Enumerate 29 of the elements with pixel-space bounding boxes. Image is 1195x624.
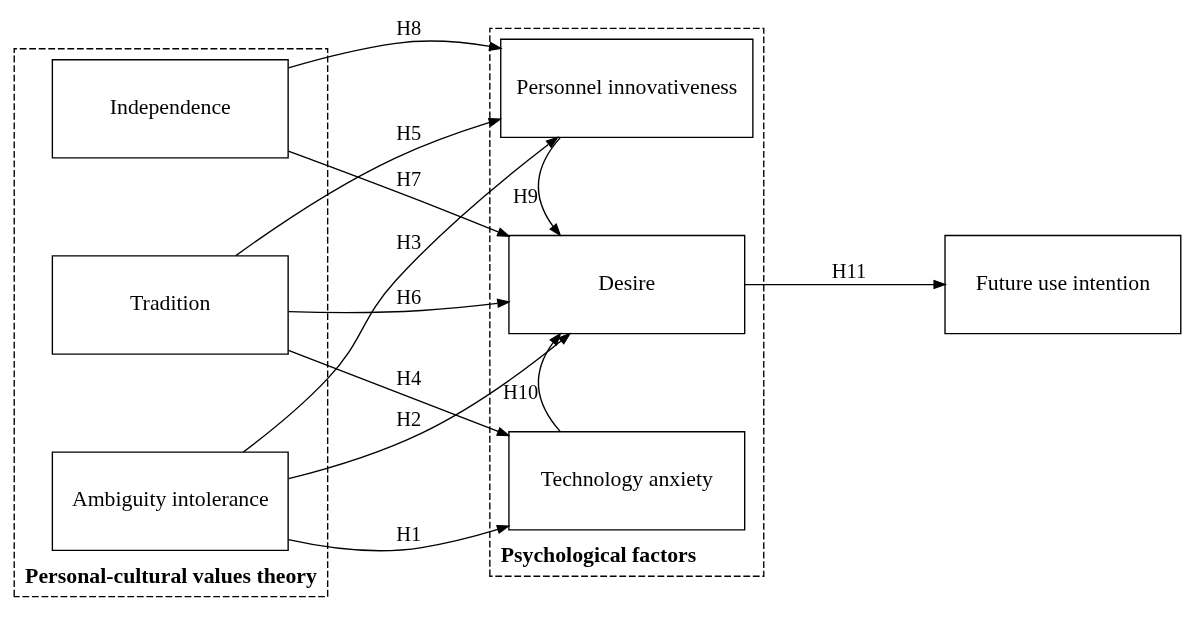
arrow <box>235 117 503 256</box>
edge-label: H4 <box>396 366 422 389</box>
arrow <box>537 136 562 237</box>
edge-label: H1 <box>396 522 422 545</box>
edge-label: H3 <box>396 230 422 253</box>
edge-label: H8 <box>396 16 422 39</box>
edge-label: H6 <box>396 285 422 308</box>
arrow <box>287 524 511 551</box>
node-box: Tradition <box>51 254 289 355</box>
node-box: Future use intention <box>944 234 1182 334</box>
arrow <box>744 279 948 289</box>
node-box: Technology anxiety <box>508 430 746 531</box>
edge-label: H7 <box>396 167 422 190</box>
node-box: Desire <box>508 234 746 334</box>
arrow <box>242 135 560 453</box>
arrow <box>288 332 572 479</box>
edge-label: H10 <box>503 380 539 403</box>
edge-label: H5 <box>396 121 422 144</box>
arrow <box>537 331 562 432</box>
arrow <box>287 349 511 436</box>
node-box: Independence <box>51 58 289 158</box>
arrow <box>288 298 511 313</box>
arrow <box>287 149 511 237</box>
arrow <box>287 39 503 69</box>
node-box: Personnel innovativeness <box>500 38 754 138</box>
edge-label: H9 <box>512 184 538 207</box>
node-box: Ambiguity intolerance <box>51 451 289 551</box>
edge-label: H11 <box>831 259 867 282</box>
edge-label: H2 <box>396 407 422 430</box>
